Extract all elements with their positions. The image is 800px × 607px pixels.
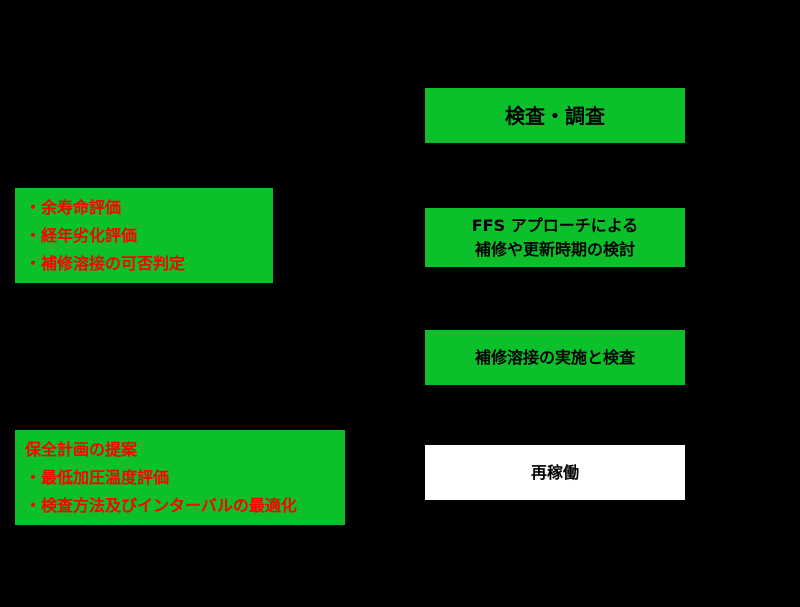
note-maintenance-plan: 保全計画の提案 ・最低加圧温度評価 ・検査方法及びインターバルの最適化	[15, 430, 345, 525]
flow-step-ffs-line-1: FFS アプローチによる	[471, 216, 639, 236]
note-evaluation: ・余寿命評価 ・経年劣化評価 ・補修溶接の可否判定	[15, 188, 273, 283]
flow-step-repair-weld: 補修溶接の実施と検査	[425, 330, 685, 385]
note-evaluation-line-3: ・補修溶接の可否判定	[25, 253, 186, 273]
note-maintenance-plan-line-3: ・検査方法及びインターバルの最適化	[25, 495, 297, 515]
note-evaluation-line-2: ・経年劣化評価	[25, 225, 138, 245]
note-maintenance-plan-line-1: 保全計画の提案	[25, 439, 138, 459]
flow-step-restart: 再稼働	[425, 445, 685, 500]
flow-step-ffs-line-2: 補修や更新時期の検討	[474, 239, 635, 259]
note-evaluation-line-1: ・余寿命評価	[25, 197, 122, 217]
flow-step-restart-label: 再稼働	[530, 462, 579, 482]
flow-step-repair-weld-label: 補修溶接の実施と検査	[474, 347, 635, 367]
flow-step-inspection-label: 検査・調査	[505, 103, 605, 128]
flow-step-ffs-approach: FFS アプローチによる 補修や更新時期の検討	[425, 208, 685, 267]
flow-step-inspection: 検査・調査	[425, 88, 685, 143]
note-maintenance-plan-line-2: ・最低加圧温度評価	[25, 467, 170, 487]
